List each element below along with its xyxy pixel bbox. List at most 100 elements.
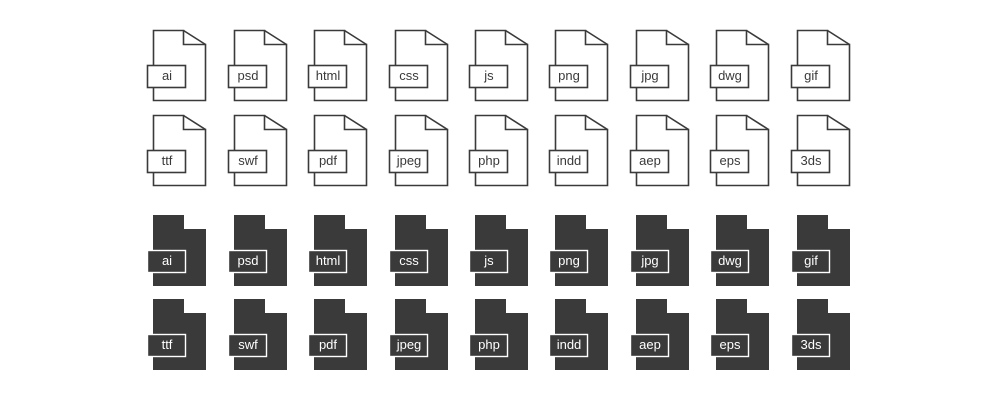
file-outline-icon — [227, 114, 288, 187]
outline-aep-file-icon: aep — [629, 114, 692, 187]
file-outline-icon — [388, 114, 449, 187]
file-filled-icon — [548, 299, 608, 370]
filled-indd-file-icon: indd — [548, 299, 611, 371]
file-type-label: php — [478, 337, 500, 352]
filled-html-file-icon: html — [307, 215, 370, 287]
file-filled-icon — [629, 215, 689, 286]
file-type-label: js — [484, 253, 494, 268]
outline-eps-file-icon: eps — [709, 114, 772, 187]
file-outline-icon — [548, 29, 609, 102]
file-filled-icon — [468, 299, 528, 370]
file-filled-icon — [548, 215, 608, 286]
file-type-label: dwg — [718, 68, 742, 83]
file-type-label: indd — [556, 337, 582, 352]
filled-ttf-file-icon: ttf — [146, 299, 209, 371]
outline-icon-row: ttf swf pdf jpeg php indd aep eps 3ds — [0, 114, 1000, 187]
outline-ttf-file-icon: ttf — [146, 114, 209, 187]
filled-icon-row: ai psd html css js png jpg dwg gif — [0, 215, 1000, 287]
filled-png-file-icon: png — [548, 215, 611, 287]
file-type-label: html — [315, 68, 341, 83]
file-type-label: jpeg — [396, 337, 422, 352]
file-outline-icon — [227, 29, 288, 102]
outline-png-file-icon: png — [548, 29, 611, 102]
file-type-label: 3ds — [800, 153, 822, 168]
filled-pdf-file-icon: pdf — [307, 299, 370, 371]
file-type-label: jpeg — [396, 153, 422, 168]
file-type-label: gif — [804, 253, 818, 268]
outline-3ds-file-icon: 3ds — [790, 114, 853, 187]
file-outline-icon — [388, 29, 449, 102]
file-outline-icon — [629, 29, 690, 102]
file-type-label: eps — [719, 337, 741, 352]
file-outline-icon — [146, 29, 207, 102]
file-outline-icon — [790, 114, 851, 187]
filled-php-file-icon: php — [468, 299, 531, 371]
file-filled-icon — [307, 215, 367, 286]
filled-swf-file-icon: swf — [227, 299, 290, 371]
file-outline-icon — [307, 114, 368, 187]
filled-jpeg-file-icon: jpeg — [388, 299, 451, 371]
file-outline-icon — [468, 114, 529, 187]
file-type-label: eps — [719, 153, 741, 168]
file-type-label: 3ds — [800, 337, 822, 352]
filled-ai-file-icon: ai — [146, 215, 209, 287]
file-type-label: png — [558, 253, 580, 268]
file-type-label: jpg — [641, 68, 659, 83]
outline-php-file-icon: php — [468, 114, 531, 187]
file-outline-icon — [709, 114, 770, 187]
file-outline-icon — [307, 29, 368, 102]
file-outline-icon — [790, 29, 851, 102]
outline-ai-file-icon: ai — [146, 29, 209, 102]
filled-jpg-file-icon: jpg — [629, 215, 692, 287]
outline-html-file-icon: html — [307, 29, 370, 102]
file-type-label: pdf — [318, 153, 338, 168]
file-type-label: psd — [237, 253, 259, 268]
outline-gif-file-icon: gif — [790, 29, 853, 102]
file-filled-icon — [709, 299, 769, 370]
file-type-label: pdf — [318, 337, 338, 352]
file-filled-icon — [227, 299, 287, 370]
file-type-label: js — [484, 68, 494, 83]
file-outline-icon — [629, 114, 690, 187]
file-type-label: gif — [804, 68, 818, 83]
filled-js-file-icon: js — [468, 215, 531, 287]
filled-eps-file-icon: eps — [709, 299, 772, 371]
outline-js-file-icon: js — [468, 29, 531, 102]
filled-css-file-icon: css — [388, 215, 451, 287]
file-filled-icon — [388, 299, 448, 370]
outline-css-file-icon: css — [388, 29, 451, 102]
filled-dwg-file-icon: dwg — [709, 215, 772, 287]
file-type-label: jpg — [641, 253, 659, 268]
filled-icon-row: ttf swf pdf jpeg php indd aep eps 3ds — [0, 299, 1000, 371]
file-filled-icon — [227, 215, 287, 286]
file-type-label: dwg — [718, 253, 742, 268]
file-type-label: aep — [639, 337, 661, 352]
filled-gif-file-icon: gif — [790, 215, 853, 287]
file-type-label: ai — [161, 68, 173, 83]
filled-aep-file-icon: aep — [629, 299, 692, 371]
file-outline-icon — [468, 29, 529, 102]
file-type-label: css — [399, 68, 419, 83]
file-filled-icon — [146, 299, 206, 370]
file-type-label: swf — [238, 153, 258, 168]
file-type-label: php — [478, 153, 500, 168]
file-type-label: ai — [161, 253, 173, 268]
filled-psd-file-icon: psd — [227, 215, 290, 287]
file-type-label: aep — [639, 153, 661, 168]
outline-pdf-file-icon: pdf — [307, 114, 370, 187]
file-outline-icon — [709, 29, 770, 102]
file-filled-icon — [307, 299, 367, 370]
file-type-label: swf — [238, 337, 258, 352]
file-filled-icon — [629, 299, 689, 370]
filled-3ds-file-icon: 3ds — [790, 299, 853, 371]
outline-swf-file-icon: swf — [227, 114, 290, 187]
file-outline-icon — [548, 114, 609, 187]
file-type-label: ttf — [161, 153, 173, 168]
file-filled-icon — [468, 215, 528, 286]
file-type-label: css — [399, 253, 419, 268]
outline-dwg-file-icon: dwg — [709, 29, 772, 102]
file-filled-icon — [388, 215, 448, 286]
outline-indd-file-icon: indd — [548, 114, 611, 187]
